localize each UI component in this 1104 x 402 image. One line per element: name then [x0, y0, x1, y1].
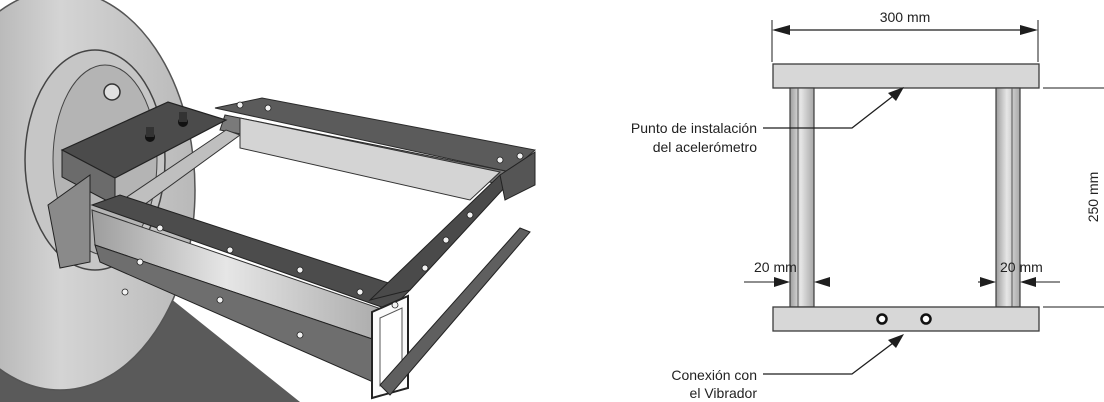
flange-right-label: 20 mm: [1000, 259, 1043, 275]
width-dimension-label: 300 mm: [880, 9, 931, 25]
vibrator-label-line1: Conexión con: [671, 367, 757, 383]
accelerometer-leader: [763, 92, 898, 129]
fixture-render: [0, 0, 537, 402]
vibrator-leader: [763, 339, 898, 375]
bolt-icon: [876, 313, 888, 325]
bolt-icon: [920, 313, 932, 325]
bolt-icon: [103, 83, 121, 101]
bottom-bar: [772, 306, 1040, 332]
flange-left-label: 20 mm: [754, 259, 797, 275]
right-post: [995, 87, 1021, 308]
schematic-drawing: 300 mm 250 mm 20 mm 20 mm: [631, 9, 1104, 401]
frame-back-bar: [214, 97, 537, 173]
bolt-holes: [121, 101, 524, 339]
vibrator-label-line2: el Vibrador: [690, 385, 758, 401]
top-bar: [772, 63, 1040, 89]
accelerometer-label-line2: del acelerómetro: [653, 139, 757, 155]
height-dimension-label: 250 mm: [1085, 172, 1101, 223]
frame-inner-wall-right: [239, 117, 502, 201]
accelerometer-label-line1: Punto de instalación: [631, 120, 757, 136]
